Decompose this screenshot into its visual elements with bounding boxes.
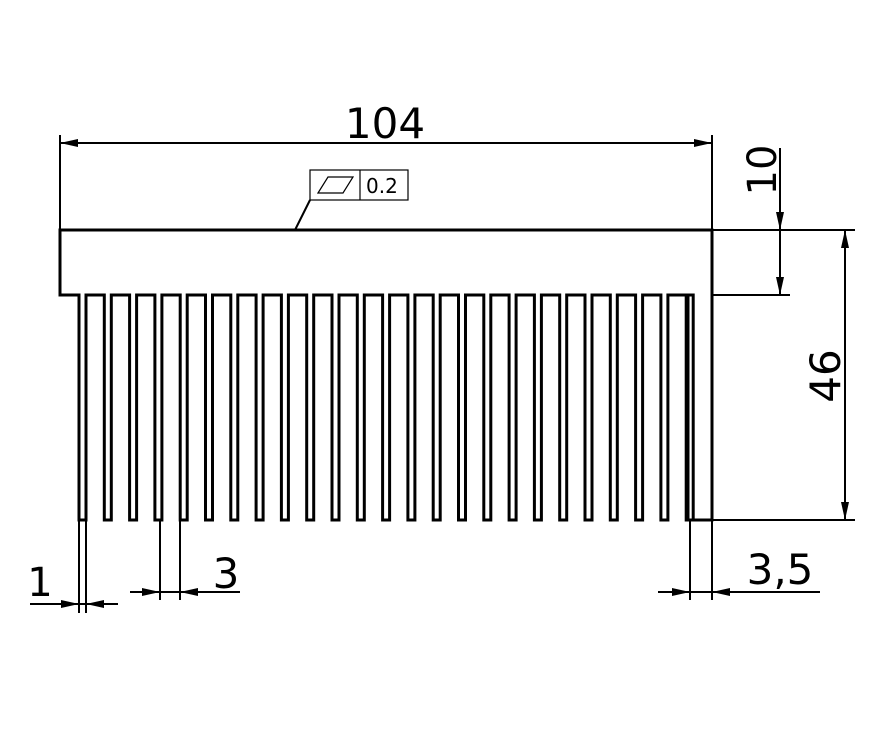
dimension-label-10: 10 <box>740 145 786 196</box>
arrowhead-right <box>712 588 730 596</box>
dimension-end-fin: 3,5 <box>658 295 820 600</box>
flatness-tolerance-frame: 0.2 <box>294 169 409 231</box>
arrowhead-left <box>672 588 690 596</box>
arrowhead-bottom <box>841 502 849 520</box>
tolerance-leader <box>294 199 311 231</box>
arrowhead-left <box>142 588 160 596</box>
arrowhead-top <box>841 230 849 248</box>
dimension-fin-gap: 3 <box>130 520 240 600</box>
arrowhead-left <box>60 139 78 147</box>
tolerance-value: 0.2 <box>366 174 398 198</box>
arrowhead-bottom <box>776 277 784 295</box>
dimension-label-104: 104 <box>345 99 425 148</box>
arrowhead-right <box>180 588 198 596</box>
arrowhead-top <box>776 212 784 230</box>
fin-outline <box>58 293 714 522</box>
dimension-label-3: 3 <box>213 549 240 598</box>
dimension-label-46: 46 <box>801 349 850 402</box>
arrowhead-right <box>694 139 712 147</box>
tolerance-box <box>309 169 409 201</box>
dimension-fin-thickness: 1 <box>27 520 118 613</box>
dimension-label-3-5: 3,5 <box>747 545 814 594</box>
arrowhead-right <box>86 600 104 608</box>
flatness-icon <box>316 176 355 194</box>
dimension-overall-width: 104 <box>59 99 713 230</box>
arrowhead-left <box>61 600 79 608</box>
heatsink-profile <box>58 228 714 522</box>
dimension-base-thickness: 10 <box>712 145 855 296</box>
dimension-label-1: 1 <box>27 560 52 606</box>
dimension-total-height: 46 <box>690 230 855 521</box>
